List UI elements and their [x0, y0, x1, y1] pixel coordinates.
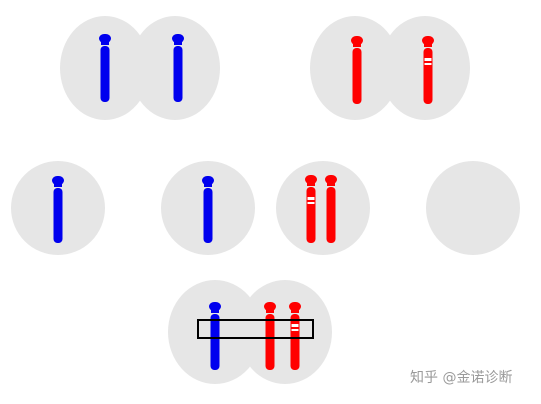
- chromosome-long-arm: [423, 48, 433, 104]
- centromere: [266, 310, 274, 313]
- centromere: [307, 183, 315, 186]
- centromere: [101, 42, 109, 45]
- chromosome-short-arm: [99, 34, 111, 43]
- chromosome-short-arm: [305, 175, 317, 184]
- red-chromosome: [325, 175, 337, 243]
- chromosome-short-arm: [202, 176, 214, 185]
- chromosome-long-arm: [352, 48, 362, 104]
- centromere: [327, 183, 335, 186]
- chromosome-short-arm: [52, 176, 64, 185]
- chromosome-short-arm: [264, 302, 276, 311]
- chromosome-band: [291, 329, 299, 331]
- red-chromosome: [422, 36, 434, 104]
- cell-group-top-left: [60, 16, 220, 120]
- chromosome-long-arm: [306, 187, 316, 243]
- cell-single-blue-1: [11, 161, 105, 255]
- centromere: [211, 310, 219, 313]
- red-chromosome: [264, 302, 276, 370]
- chromosome-short-arm: [422, 36, 434, 45]
- red-chromosome: [305, 175, 317, 243]
- centromere: [54, 184, 62, 187]
- cell-single-blue-2: [161, 161, 255, 255]
- chromosome-band: [307, 197, 315, 200]
- red-chromosome: [289, 302, 301, 370]
- chromosome-long-arm: [203, 188, 213, 243]
- cell-group-top-right: [310, 16, 470, 120]
- chromosome-short-arm: [172, 34, 184, 43]
- cell-empty: [426, 161, 520, 255]
- centromere: [291, 310, 299, 313]
- centromere: [353, 44, 361, 47]
- blue-chromosome: [52, 176, 64, 243]
- chromosome-long-arm: [100, 46, 110, 102]
- blue-chromosome: [202, 176, 214, 243]
- cell-single-red-pair: [276, 161, 370, 255]
- chromosome-long-arm: [210, 314, 220, 370]
- chromosome-long-arm: [53, 188, 63, 243]
- cell: [238, 280, 332, 384]
- chromosome-short-arm: [209, 302, 221, 311]
- chromosome-band: [307, 202, 315, 204]
- chromosome-long-arm: [290, 314, 300, 370]
- blue-chromosome: [172, 34, 184, 102]
- centromere: [174, 42, 182, 45]
- centromere: [424, 44, 432, 47]
- chromosome-band: [424, 58, 432, 61]
- cell-group-bottom: [168, 280, 332, 384]
- chromosome-long-arm: [265, 314, 275, 370]
- watermark-text: 知乎 @金诺诊断: [410, 370, 513, 386]
- cell: [276, 161, 370, 255]
- chromosome-long-arm: [173, 46, 183, 102]
- chromosome-band: [424, 63, 432, 65]
- blue-chromosome: [99, 34, 111, 102]
- chromosome-short-arm: [289, 302, 301, 311]
- chromosome-short-arm: [351, 36, 363, 45]
- red-chromosome: [351, 36, 363, 104]
- blue-chromosome: [209, 302, 221, 370]
- centromere: [204, 184, 212, 187]
- cell: [426, 161, 520, 255]
- chromosome-long-arm: [326, 187, 336, 243]
- highlight-box: [197, 319, 314, 339]
- chromosome-band: [291, 324, 299, 327]
- chromosome-short-arm: [325, 175, 337, 184]
